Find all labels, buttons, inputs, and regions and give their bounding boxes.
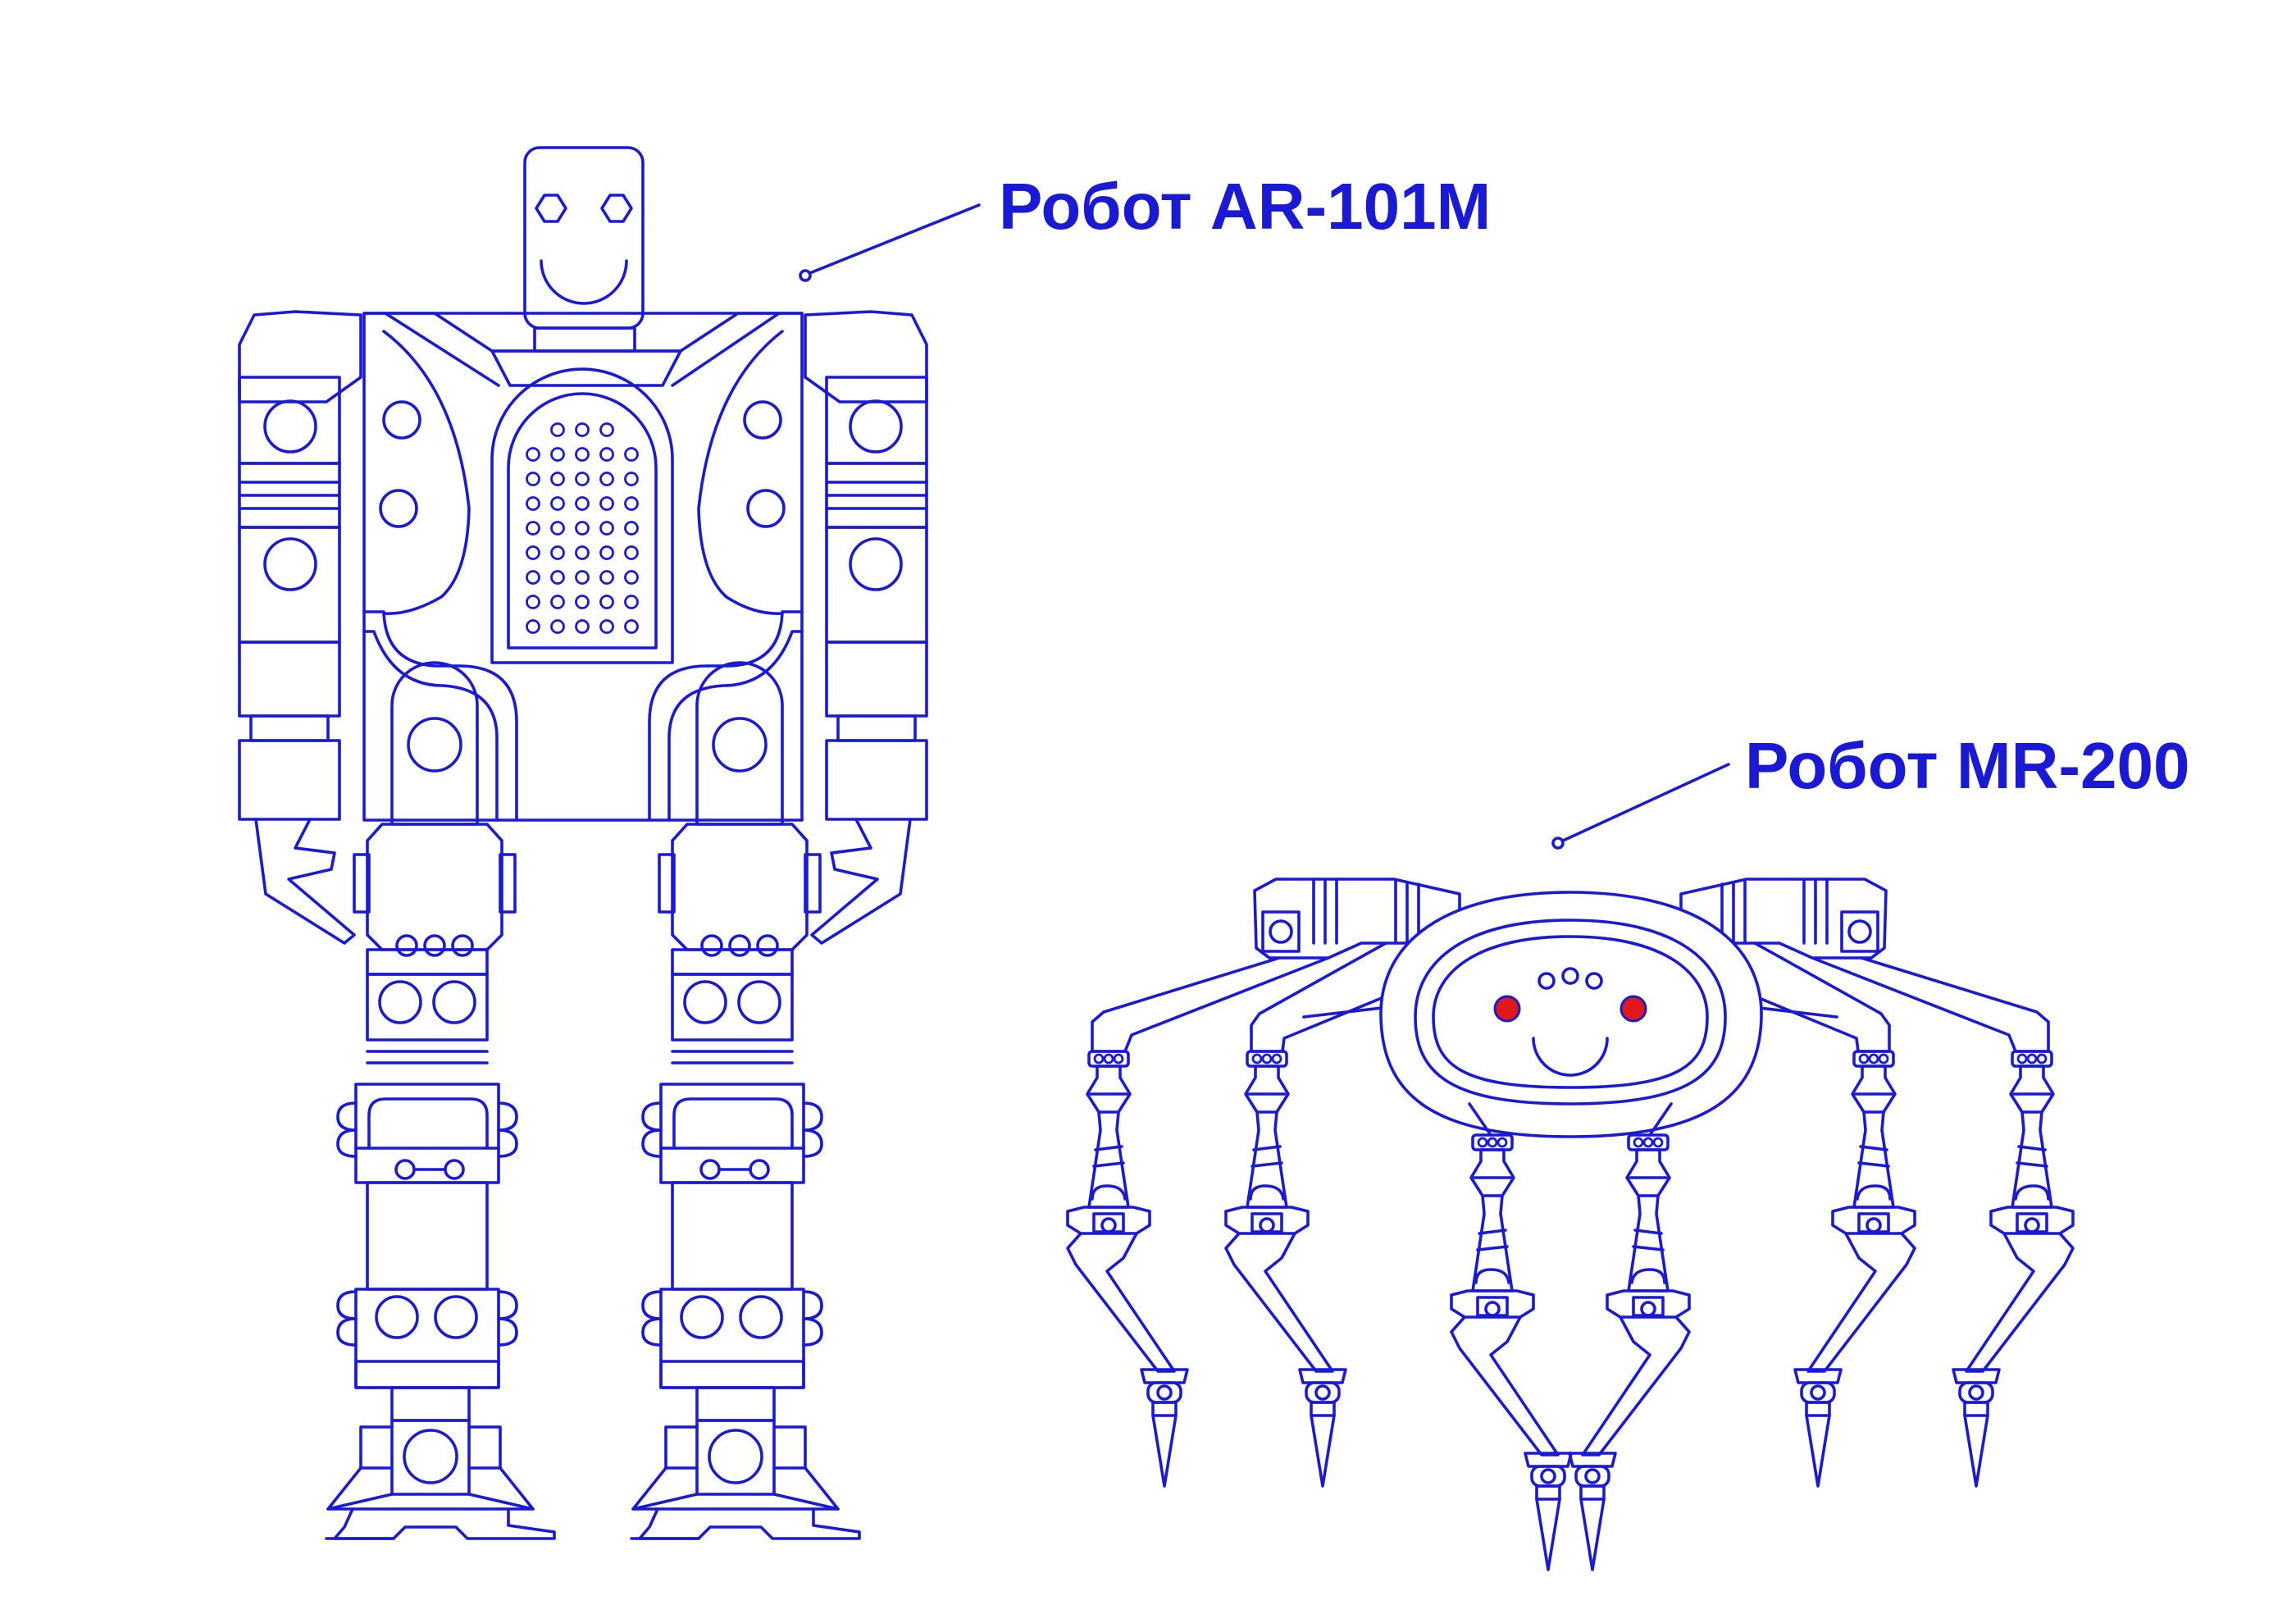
ar-grille-dot xyxy=(624,570,639,585)
mr-leg-4 xyxy=(1568,1133,1691,1571)
ar-grille-dot xyxy=(624,472,639,486)
mr-leg-1 xyxy=(1066,1050,1189,1488)
ar-grille-dot xyxy=(550,595,565,609)
ar-smile xyxy=(540,259,628,305)
ar-grille-dot xyxy=(575,595,590,609)
ar-grille-dot xyxy=(575,472,590,486)
ar-grille-dot xyxy=(575,447,590,462)
robot-mr-200 xyxy=(1066,878,2075,1571)
ar-grille-dot xyxy=(599,595,614,609)
ar-grille-dot xyxy=(526,545,540,560)
label-mr-200: Робот MR-200 xyxy=(1745,729,2190,802)
ar-grille-dot xyxy=(599,496,614,511)
mr-leg-6 xyxy=(1952,1050,2075,1488)
ar-grille-dot xyxy=(550,619,565,634)
ar-grille-dot xyxy=(575,545,590,560)
ar-grille-dot xyxy=(550,422,565,437)
mr-eye-right xyxy=(1620,995,1647,1023)
ar-eye-left xyxy=(535,194,567,223)
ar-grille-dot xyxy=(526,521,540,536)
ar-arm-left xyxy=(238,310,362,945)
mr-body xyxy=(1379,891,1763,1138)
ar-grille-dot xyxy=(575,570,590,585)
ar-grille-dot xyxy=(550,447,565,462)
ar-grille-dot xyxy=(575,496,590,511)
ar-grille-dot xyxy=(550,545,565,560)
mr-leg-3 xyxy=(1450,1133,1573,1571)
ar-arm-right xyxy=(804,310,928,945)
ar-grille-dot xyxy=(624,619,639,634)
ar-grille-dot xyxy=(550,570,565,585)
mr-leg-2 xyxy=(1224,1050,1347,1488)
mr-smile xyxy=(1532,1037,1609,1077)
robot-ar-101m xyxy=(238,146,928,1540)
mr-leg-5 xyxy=(1793,1050,1916,1488)
ar-grille-dot xyxy=(624,447,639,462)
ar-grille-dot xyxy=(526,570,540,585)
ar-grille-dot xyxy=(624,521,639,536)
ar-grille-dot xyxy=(599,472,614,486)
ar-grille-dot xyxy=(575,619,590,634)
ar-grille-dot xyxy=(526,472,540,486)
ar-grille-dot xyxy=(550,496,565,511)
ar-grille-dot xyxy=(550,521,565,536)
ar-torso xyxy=(362,312,804,822)
ar-grille-dot xyxy=(526,447,540,462)
ar-grille-dot xyxy=(599,521,614,536)
ar-leg-left xyxy=(325,661,556,1540)
ar-grille-dot xyxy=(599,570,614,585)
ar-grille-dot xyxy=(575,422,590,437)
callout-mr-200 xyxy=(1551,763,1730,850)
callout-ar-101m xyxy=(799,203,981,282)
ar-neck xyxy=(533,326,636,353)
ar-head xyxy=(523,146,645,330)
ar-grille-dot xyxy=(599,447,614,462)
ar-grille-dot xyxy=(599,545,614,560)
ar-grille-dot xyxy=(526,595,540,609)
ar-grille-dot xyxy=(599,422,614,437)
ar-grille-dot xyxy=(575,521,590,536)
ar-grille-dot xyxy=(526,496,540,511)
ar-eye-right xyxy=(600,194,633,223)
label-ar-101m: Робот AR-101M xyxy=(999,170,1492,243)
ar-grille-dot xyxy=(624,496,639,511)
ar-grille-dot xyxy=(624,595,639,609)
ar-grille-dot xyxy=(550,472,565,486)
ar-grille-dot xyxy=(526,619,540,634)
ar-grille-dot xyxy=(624,545,639,560)
ar-grille-dot xyxy=(599,619,614,634)
mr-eye-left xyxy=(1493,995,1521,1023)
